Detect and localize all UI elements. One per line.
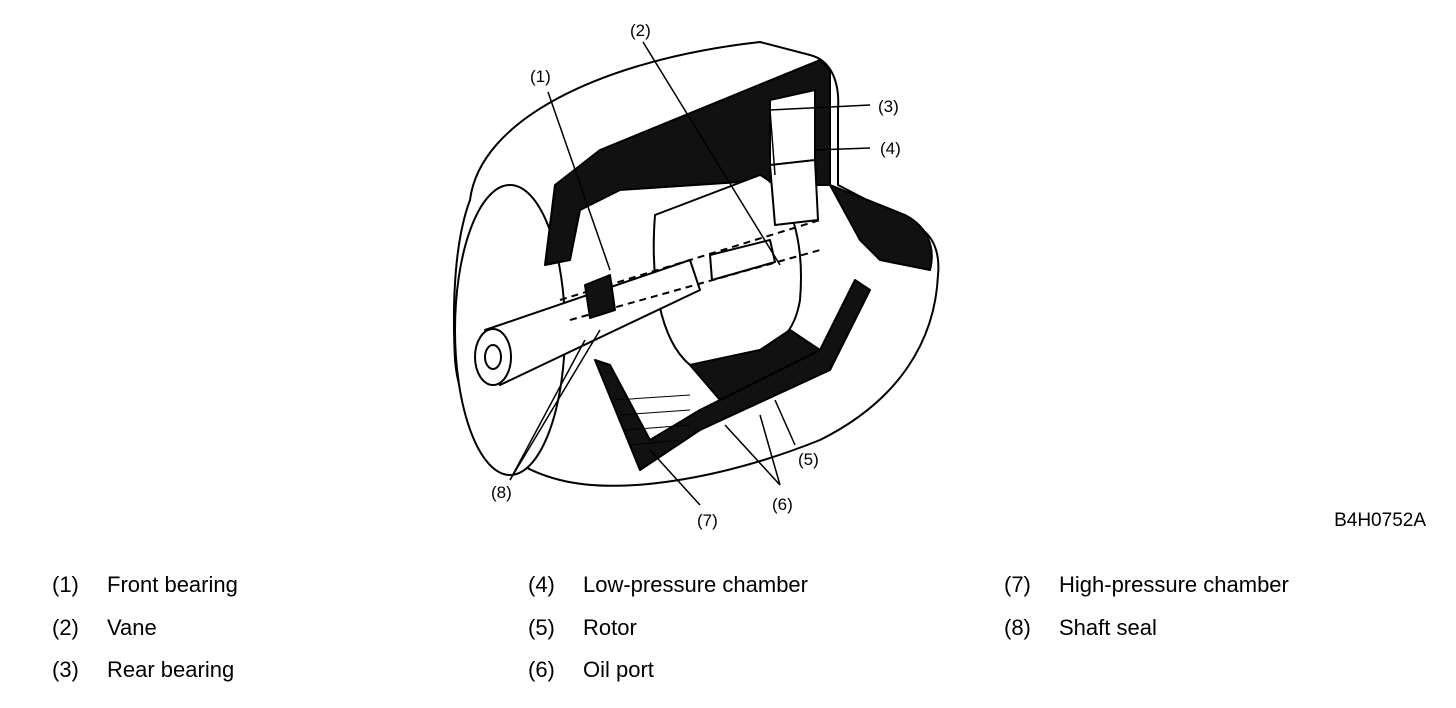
legend-number: (6) <box>528 657 555 682</box>
legend-number: (3) <box>52 657 79 682</box>
rotor-shadow <box>689 329 821 401</box>
callout-3: (3) <box>878 97 899 116</box>
front-bearing <box>584 274 616 319</box>
legend-number: (5) <box>528 615 555 640</box>
callout-2: (2) <box>630 21 651 40</box>
parts-legend: (1) Front bearing (2) Vane (3) Rear bear… <box>0 568 1456 698</box>
callout-7: (7) <box>697 511 718 530</box>
legend-label: Rotor <box>583 615 637 640</box>
legend-label: Low-pressure chamber <box>583 572 808 597</box>
legend-number: (2) <box>52 615 79 640</box>
legend-label: Vane <box>107 615 157 640</box>
callout-4: (4) <box>880 139 901 158</box>
legend-label: Oil port <box>583 657 654 682</box>
legend-number: (4) <box>528 572 555 597</box>
lower-wall-section <box>594 279 871 471</box>
rear-housing-ring <box>829 184 933 271</box>
leader-lines <box>509 41 871 506</box>
shaft-bore <box>484 344 502 370</box>
vane <box>709 239 776 281</box>
legend-label: Shaft seal <box>1059 615 1157 640</box>
legend-number: (7) <box>1004 572 1031 597</box>
callout-6: (6) <box>772 495 793 514</box>
figure-id: B4H0752A <box>1334 510 1426 531</box>
callout-8: (8) <box>491 483 512 502</box>
callout-5: (5) <box>798 450 819 469</box>
legend-number: (8) <box>1004 615 1031 640</box>
housing-wall-section <box>544 59 831 266</box>
rear-bearing <box>769 159 819 226</box>
callout-1: (1) <box>530 67 551 86</box>
compressor-drawing <box>452 41 940 487</box>
legend-label: High-pressure chamber <box>1059 572 1289 597</box>
legend-label: Rear bearing <box>107 657 235 682</box>
legend-number: (1) <box>52 572 79 597</box>
shaft-centerline <box>559 219 821 301</box>
oil-hatching <box>614 394 691 446</box>
legend-label: Front bearing <box>107 572 238 597</box>
